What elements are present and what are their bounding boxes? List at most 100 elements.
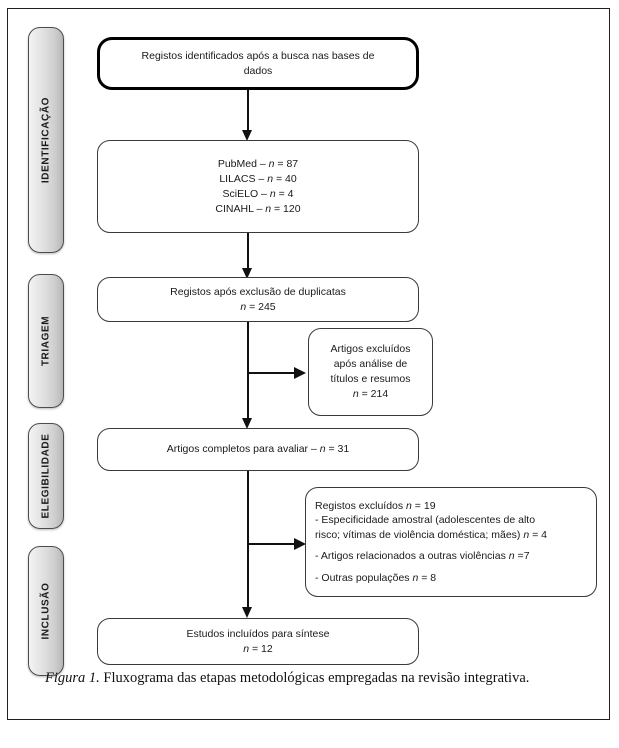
db-eq-pubmed: = <box>274 157 287 170</box>
arrowhead-duplicates-to-excluded-screening <box>294 367 306 379</box>
connector-identified-to-databases <box>247 90 249 135</box>
db-value-pubmed: 87 <box>286 157 299 170</box>
db-dash-pubmed: – <box>256 157 269 170</box>
full-text-value: 31 <box>337 443 350 455</box>
box-records-after-duplicates-text: Registos após exclusão de duplicatas n =… <box>160 285 356 315</box>
included-nsym: n <box>243 642 250 655</box>
records-excluded-item1-nsym: n <box>523 528 530 541</box>
connector-fulltext-to-records-excluded <box>247 543 297 546</box>
box-records-after-duplicates: Registos após exclusão de duplicatas n =… <box>97 277 419 322</box>
box-database-counts-text: PubMed – n = 87 LILACS – n = 40 SciELO –… <box>205 157 310 217</box>
box-records-identified-text: Registos identificados após a busca nas … <box>132 49 385 79</box>
full-text-line: Artigos completos para avaliar – n = 31 <box>167 442 349 457</box>
arrowhead-fulltext-to-records-excluded <box>294 538 306 550</box>
excluded-screening-nsym: n <box>352 388 359 400</box>
figure-caption-label: Figura 1. <box>45 670 100 686</box>
records-excluded-item2-text: - Artigos relacionados a outras violênci… <box>315 550 509 563</box>
records-excluded-item2-eq: = <box>514 550 524 563</box>
excluded-screening-line2: após análise de <box>333 358 408 370</box>
records-excluded-item3-value: 8 <box>430 571 437 584</box>
stage-label-identificacao: IDENTIFICAÇÃO <box>40 96 52 184</box>
records-excluded-item2: - Artigos relacionados a outras violênci… <box>315 549 587 564</box>
figure-caption-text: Fluxograma das etapas metodológicas empr… <box>99 670 530 686</box>
db-value-lilacs: 40 <box>285 172 297 185</box>
db-source-cinahl: CINAHL <box>215 202 254 215</box>
records-excluded-item3-nsym: n <box>412 571 419 584</box>
connector-duplicates-to-excluded-screening <box>247 372 297 375</box>
arrowhead-duplicates-to-fulltext <box>242 418 252 429</box>
records-excluded-item1-eq: = <box>529 528 542 541</box>
after-duplicates-count: n = 245 <box>170 300 346 315</box>
db-eq-cinahl: = <box>271 202 284 215</box>
after-duplicates-eq: = <box>246 300 259 313</box>
box-database-counts: PubMed – n = 87 LILACS – n = 40 SciELO –… <box>97 140 419 233</box>
records-excluded-item2-value: 7 <box>523 550 530 563</box>
excluded-screening-count: n = 214 <box>331 387 411 402</box>
after-duplicates-value: 245 <box>258 300 276 313</box>
db-source-scielo: SciELO <box>222 187 259 200</box>
db-eq-scielo: = <box>275 187 288 200</box>
records-excluded-item3-eq: = <box>418 571 431 584</box>
after-duplicates-nsym: n <box>240 300 247 313</box>
excluded-screening-line1: Artigos excluídos <box>330 343 411 355</box>
records-excluded-item1-line1: - Especificidade amostral (adolescentes … <box>315 514 536 527</box>
records-excluded-item1-line2: risco; vítimas de violência doméstica; m… <box>315 528 587 543</box>
db-nsym-pubmed: n <box>268 157 275 170</box>
box-excluded-title-abstract-text: Artigos excluídos após análise de título… <box>321 342 421 402</box>
stage-bar-identificacao: IDENTIFICAÇÃO <box>28 27 64 253</box>
records-excluded-item1-text2: risco; vítimas de violência doméstica; m… <box>315 528 524 541</box>
box-full-text-assessed: Artigos completos para avaliar – n = 31 <box>97 428 419 471</box>
records-excluded-heading: Registos excluídos n = 19 <box>315 499 587 514</box>
records-excluded-item3-text: - Outras populações <box>315 571 413 584</box>
db-value-scielo: 4 <box>287 187 294 200</box>
db-nsym-cinahl: n <box>265 202 272 215</box>
excluded-screening-eq: = <box>358 388 371 400</box>
included-value: 12 <box>261 642 273 655</box>
excluded-screening-line3: títulos e resumos <box>330 373 411 385</box>
records-excluded-heading-eq: = <box>411 499 424 512</box>
stage-label-triagem: TRIAGEM <box>40 315 52 367</box>
records-excluded-heading-value: 19 <box>423 499 436 512</box>
box-included-studies: Estudos incluídos para síntese n = 12 <box>97 618 419 665</box>
database-row-cinahl: CINAHL – n = 120 <box>215 202 300 217</box>
records-excluded-item1-value: 4 <box>541 528 547 541</box>
db-source-lilacs: LILACS <box>219 172 256 185</box>
stage-bar-triagem: TRIAGEM <box>28 274 64 408</box>
box-records-excluded-detail-text: Registos excluídos n = 19 - Especificida… <box>306 499 596 586</box>
connector-databases-to-duplicates <box>247 233 249 275</box>
database-row-lilacs: LILACS – n = 40 <box>215 172 300 187</box>
records-excluded-item2-nsym: n <box>508 550 515 563</box>
full-text-eq: = <box>325 443 338 455</box>
full-text-nsym: n <box>319 443 326 455</box>
box-included-studies-text: Estudos incluídos para síntese n = 12 <box>176 627 339 657</box>
included-line1: Estudos incluídos para síntese <box>186 627 330 640</box>
box-records-identified: Registos identificados após a busca nas … <box>97 37 419 90</box>
database-row-scielo: SciELO – n = 4 <box>215 187 300 202</box>
records-excluded-heading-prefix: Registos excluídos <box>315 499 407 512</box>
arrowhead-fulltext-to-included <box>242 607 252 618</box>
included-count: n = 12 <box>186 642 329 657</box>
db-value-cinahl: 120 <box>283 202 301 215</box>
full-text-prefix: Artigos completos para avaliar – <box>166 443 320 455</box>
db-eq-lilacs: = <box>273 172 285 185</box>
db-dash-cinahl: – <box>253 202 266 215</box>
db-nsym-scielo: n <box>269 187 276 200</box>
db-dash-scielo: – <box>258 187 270 200</box>
records-identified-line2: dados <box>243 64 273 77</box>
db-source-pubmed: PubMed <box>217 157 257 170</box>
stage-label-elegibilidade: ELEGIBILIDADE <box>40 433 52 519</box>
included-eq: = <box>249 642 262 655</box>
db-nsym-lilacs: n <box>267 172 274 185</box>
box-excluded-title-abstract: Artigos excluídos após análise de título… <box>308 328 433 416</box>
stage-label-inclusao: INCLUSÃO <box>40 582 52 640</box>
arrowhead-databases-to-duplicates <box>242 268 252 279</box>
db-dash-lilacs: – <box>255 172 268 185</box>
box-full-text-assessed-text: Artigos completos para avaliar – n = 31 <box>157 442 359 457</box>
arrowhead-identified-to-databases <box>242 130 252 141</box>
excluded-screening-value: 214 <box>370 388 389 400</box>
records-excluded-heading-nsym: n <box>406 499 412 512</box>
after-duplicates-line1: Registos após exclusão de duplicatas <box>170 285 346 298</box>
stage-bar-inclusao: INCLUSÃO <box>28 546 64 676</box>
database-row-pubmed: PubMed – n = 87 <box>215 157 300 172</box>
